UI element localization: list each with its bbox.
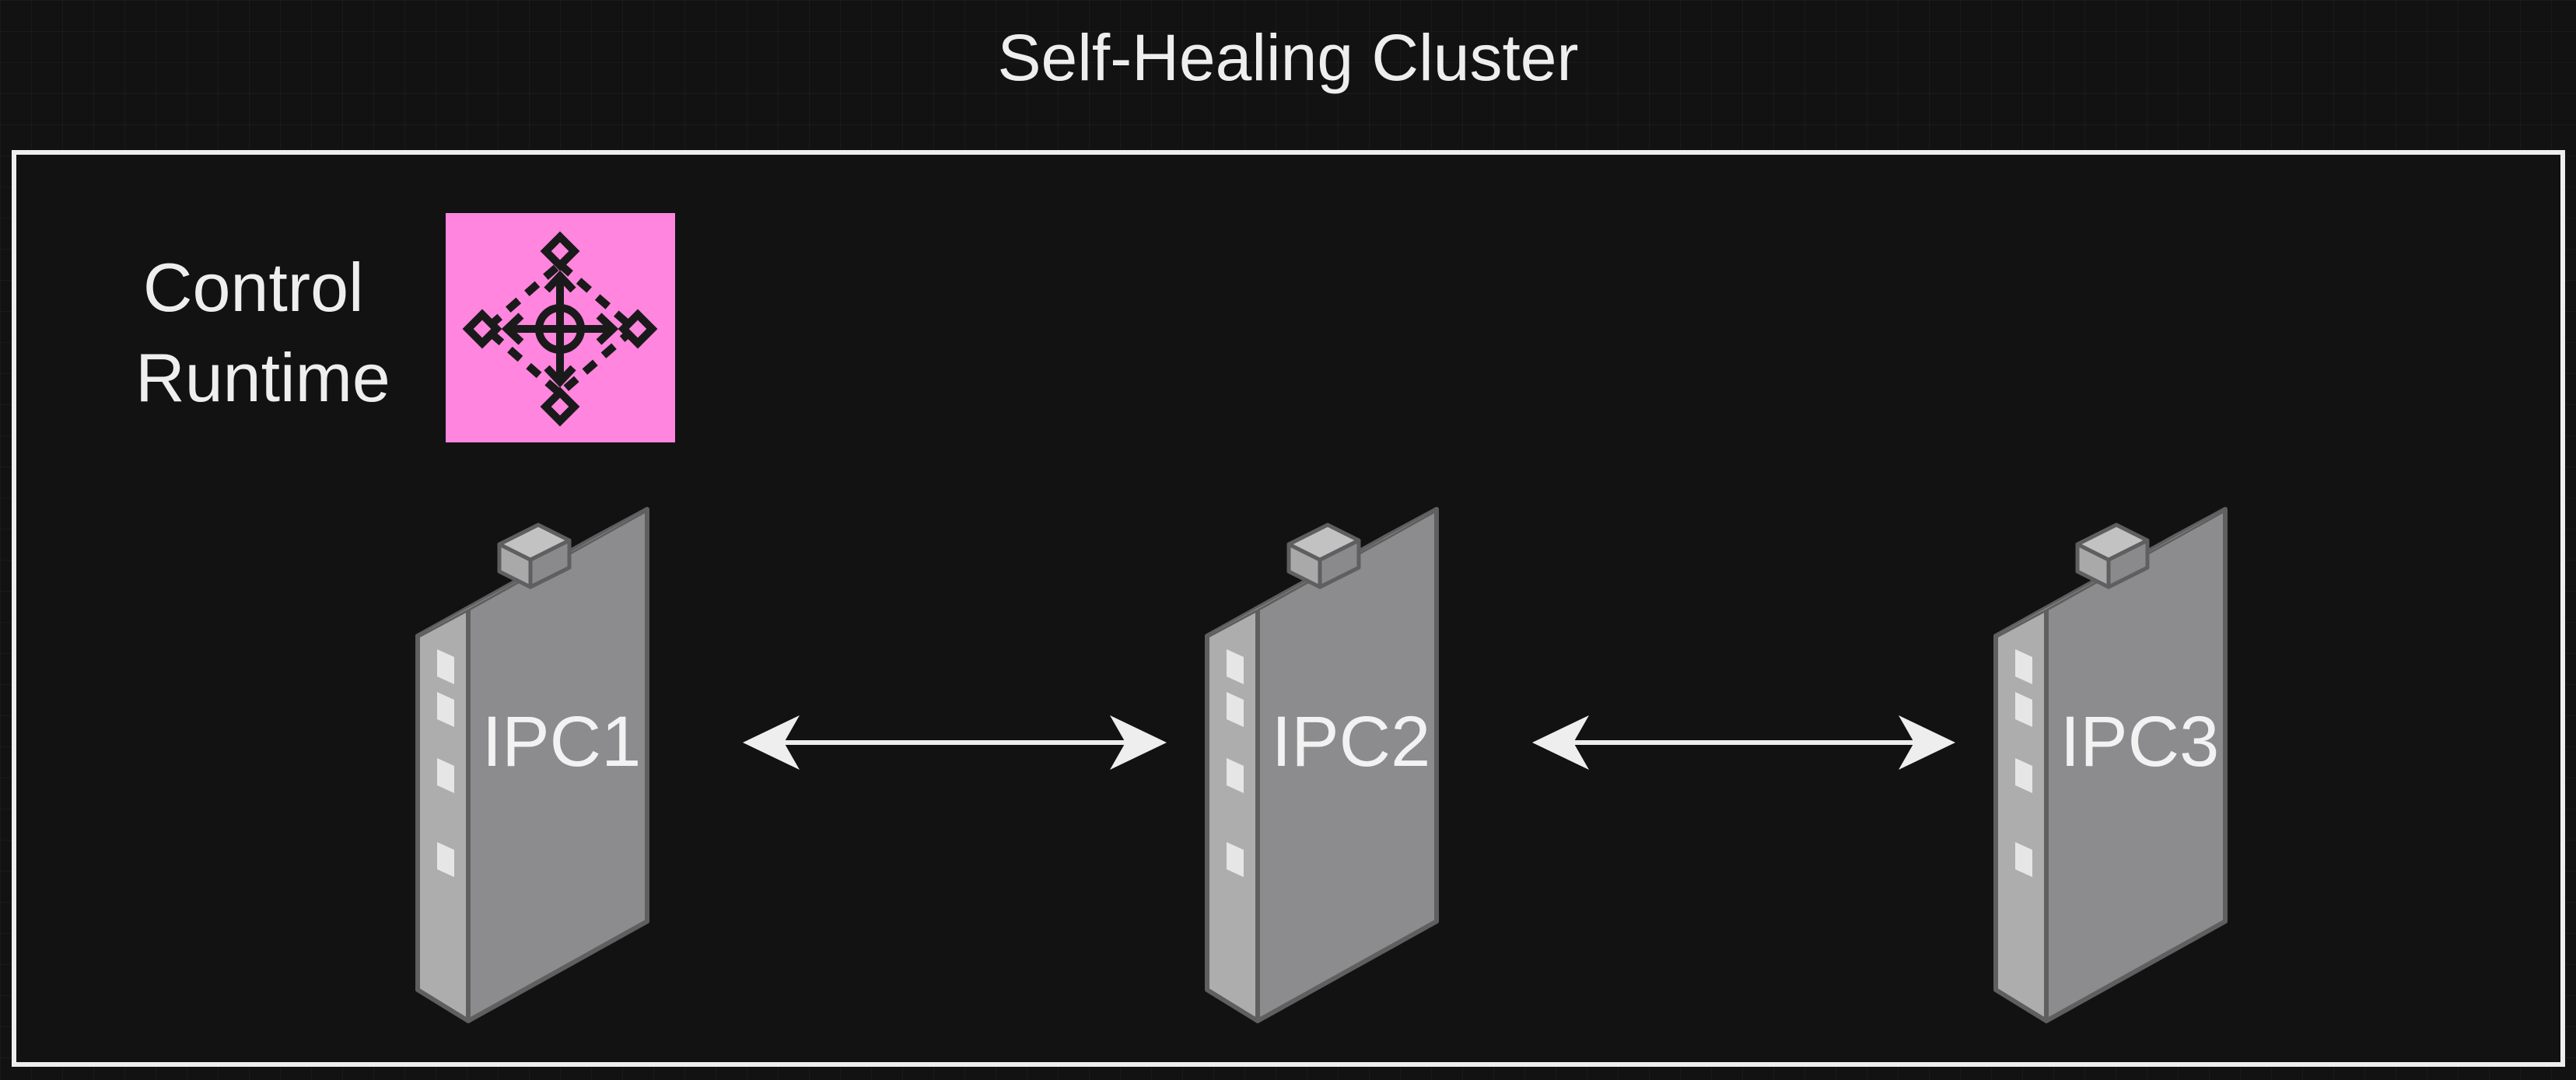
- ipc-node-2: IPC2: [1207, 509, 1437, 1021]
- control-runtime-label-line1: Control: [143, 249, 364, 326]
- cluster-title: Self-Healing Cluster: [998, 21, 1579, 94]
- ipc-node-3: IPC3: [1996, 509, 2225, 1021]
- connection-ipc1-ipc2: [743, 715, 1167, 770]
- control-runtime-icon: [446, 213, 675, 442]
- ipc-label-3: IPC3: [2060, 702, 2220, 781]
- ipc-node-1: IPC1: [418, 509, 647, 1021]
- ipc-label-2: IPC2: [1272, 702, 1431, 781]
- ipc-label-1: IPC1: [482, 702, 642, 781]
- connection-ipc2-ipc3: [1532, 715, 1955, 770]
- control-runtime-label-line2: Runtime: [135, 339, 390, 416]
- move-arrows-icon: [462, 231, 658, 427]
- control-runtime-label: Control Runtime: [135, 249, 390, 416]
